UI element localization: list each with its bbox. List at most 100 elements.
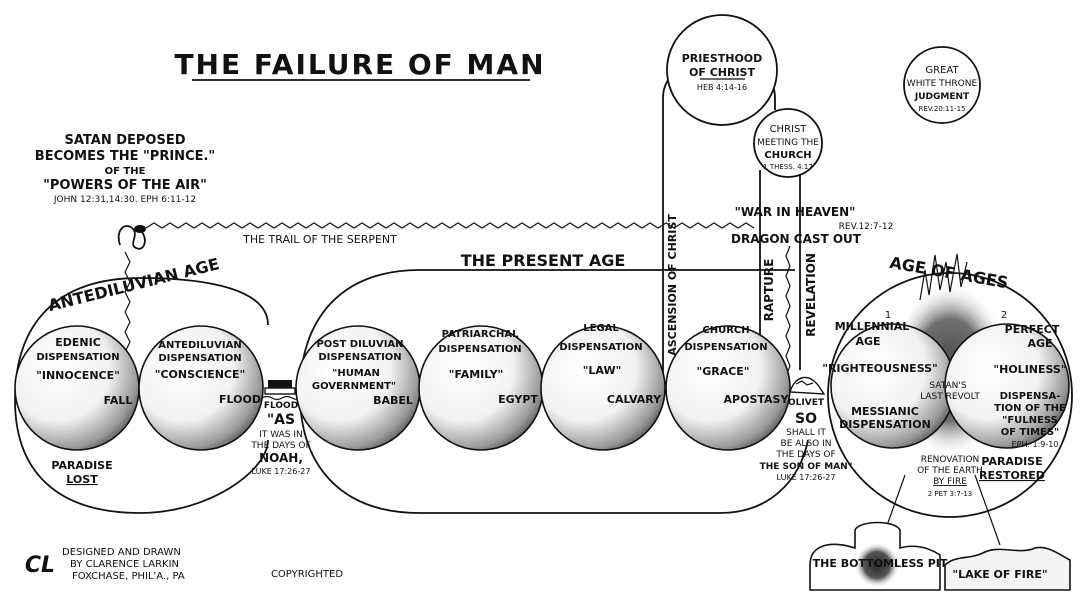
patriarchal-line1: PATRIARCHAL <box>442 329 520 340</box>
satan-line2: BECOMES THE "PRINCE." <box>35 149 215 164</box>
church-name: "GRACE" <box>696 365 749 378</box>
throne-ref: REV.20:11-15 <box>918 105 965 113</box>
copyright-label: COPYRIGHTED <box>271 569 343 580</box>
edenic-line1: EDENIC <box>55 336 101 349</box>
pit-label: THE BOTTOMLESS PIT <box>813 557 948 570</box>
satan-line1: SATAN DEPOSED <box>64 133 185 148</box>
perfect-line2: AGE <box>1027 337 1052 350</box>
throne-line3: JUDGMENT <box>914 92 970 102</box>
church-line2: DISPENSATION <box>684 342 767 353</box>
paradise-restored-line2: RESTORED <box>979 469 1045 482</box>
legal-line2: DISPENSATION <box>559 342 642 353</box>
legal-name: "LAW" <box>583 364 622 377</box>
flood-line1: IT WAS IN <box>259 430 303 440</box>
priesthood-circle <box>666 14 778 126</box>
post-diluvian-end: BABEL <box>373 394 413 407</box>
post-diluvian-line1: POST DILUVIAN <box>316 339 403 350</box>
church-line1: CHURCH <box>702 325 749 336</box>
church-end: APOSTASY <box>724 393 790 406</box>
renovation-ref: 2 PET 3:7-13 <box>928 490 973 498</box>
millennial-line1: MILLENNIAL <box>835 320 910 333</box>
christ-line2: MEETING THE <box>757 138 819 148</box>
serpent-trail <box>145 222 755 229</box>
perfect-circle <box>944 323 1070 449</box>
edenic-end: FALL <box>104 394 133 407</box>
patriarchal-end: EGYPT <box>498 393 538 406</box>
messianic-line1: MESSIANIC <box>851 405 919 418</box>
perfect-d1: DISPENSA- <box>1000 391 1061 402</box>
christ-line3: CHURCH <box>764 150 811 161</box>
olivet-line2: BE ALSO IN <box>781 439 832 449</box>
olivet-line3: THE DAYS OF <box>775 450 835 460</box>
edenic-name: "INNOCENCE" <box>36 369 120 382</box>
millennial-name: "RIGHTEOUSNESS" <box>822 362 938 375</box>
renovation-line1: RENOVATION <box>921 455 980 465</box>
legal-line1: LEGAL <box>583 323 619 334</box>
millennial-note2: LAST REVOLT <box>920 392 980 402</box>
age-of-ages-outline <box>827 272 1073 518</box>
post-diluvian-line2: DISPENSATION <box>318 352 401 363</box>
throne-line2: WHITE THRONE <box>907 79 978 89</box>
olivet-ref: LUKE 17:26-27 <box>777 473 836 482</box>
credits-line1: DESIGNED AND DRAWN <box>62 547 181 558</box>
satan-deposed-note: SATAN DEPOSED BECOMES THE "PRINCE." OF T… <box>35 133 215 205</box>
antediluvian-name: "CONSCIENCE" <box>155 368 246 381</box>
war-line1: "WAR IN HEAVEN" <box>735 205 856 219</box>
serpent-icon <box>117 225 146 250</box>
church-circle <box>665 325 791 451</box>
millennial-num: 1 <box>885 310 891 321</box>
antediluvian-end: FLOOD <box>219 393 261 406</box>
monogram-logo: CL <box>25 553 55 578</box>
priesthood-line1: PRIESTHOOD <box>682 52 763 65</box>
christ-meeting-circle <box>753 108 823 178</box>
paradise-restored-line1: PARADISE <box>981 455 1042 468</box>
dragon-trail-descent <box>785 245 791 377</box>
olivet-so: SO <box>795 411 817 427</box>
credits-line2: BY CLARENCE LARKIN <box>70 559 179 570</box>
millennial-note1: SATAN'S <box>929 381 967 391</box>
post-diluvian-name2: GOVERNMENT" <box>312 381 396 392</box>
antediluvian-circle <box>138 325 264 451</box>
perfect-ref: EPH. 1:9-10 <box>1012 440 1059 449</box>
olivet-son: THE SON OF MAN" <box>760 462 853 472</box>
perfect-name: "HOLINESS" <box>993 363 1066 376</box>
antediluvian-line1: ANTEDILUVIAN <box>158 340 242 351</box>
svg-text:CL: CL <box>25 553 55 578</box>
flood-label: FLOOD <box>264 401 298 411</box>
flood-as: "AS <box>267 412 295 428</box>
flood-ref: LUKE 17:26-27 <box>252 467 311 476</box>
lake-label: "LAKE OF FIRE" <box>952 568 1047 581</box>
flood-noah: NOAH, <box>259 451 303 465</box>
white-throne-circle <box>903 46 981 124</box>
trail-label: THE TRAIL OF THE SERPENT <box>242 233 397 246</box>
antediluvian-line2: DISPENSATION <box>158 353 241 364</box>
post-diluvian-name1: "HUMAN <box>332 368 380 379</box>
christ-line1: CHRIST <box>770 124 808 135</box>
legal-end: CALVARY <box>607 393 662 406</box>
legal-circle <box>540 325 666 451</box>
paradise-lost-line2: LOST <box>66 473 98 486</box>
perfect-d2: TION OF THE <box>994 403 1066 414</box>
war-ref: REV.12:7-12 <box>839 222 894 232</box>
pit-opening <box>855 543 899 587</box>
mount-olivet-icon <box>789 376 826 395</box>
perfect-d3: "FULNESS <box>1002 415 1058 426</box>
rapture-label: RAPTURE <box>762 259 776 322</box>
satan-ref: JOHN 12:31,14:30. EPH 6:11-12 <box>53 195 196 205</box>
page-title: THE FAILURE OF MAN <box>174 48 545 81</box>
credits-line3: FOXCHASE, PHIL'A., PA <box>72 571 185 582</box>
satan-line4: "POWERS OF THE AIR" <box>43 178 207 193</box>
renovation-line2: OF THE EARTH <box>917 466 983 476</box>
lake-of-fire-shape <box>944 546 1071 591</box>
present-age-outline <box>299 269 809 514</box>
satan-line3: OF THE <box>105 166 146 177</box>
christ-ref: 1 THESS. 4:17 <box>763 163 813 171</box>
flood-line2: THE DAYS OF <box>250 441 310 451</box>
renovation-line3: BY FIRE <box>933 477 967 487</box>
olivet-line1: SHALL IT <box>786 428 826 438</box>
revelation-label: REVELATION <box>804 253 818 337</box>
messianic-line2: DISPENSATION <box>839 418 931 431</box>
olivet-label: OLIVET <box>788 398 825 408</box>
millennial-line2: AGE <box>855 335 880 348</box>
